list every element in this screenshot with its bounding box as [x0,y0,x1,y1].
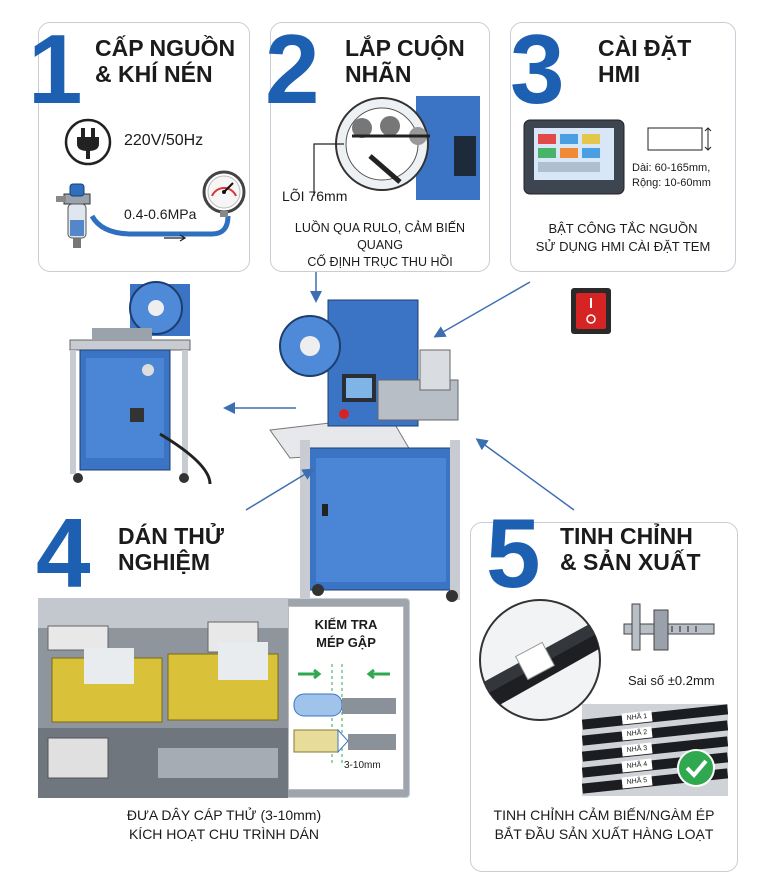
main-machine-illustration [269,299,460,602]
step1-number: 1 [28,14,83,124]
step2-number: 2 [265,14,320,124]
air-filter-regulator-icon [56,183,91,248]
step4-title: DÁN THỬ NGHIỆM [118,523,224,575]
inspect-label: KIỂM TRA MÉP GẬP [314,617,378,650]
fold-edge-diagram [293,664,396,764]
step5-card [470,522,738,872]
tolerance-label: Sai số ±0.2mm [628,673,715,688]
step4-caption: ĐƯA DÂY CÁP THỬ (3-10mm) KÍCH HOẠT CHU T… [126,807,322,842]
dimension-width: Rộng: 10-60mm [632,177,711,189]
step4-number: 4 [36,498,91,608]
range-label: 3-10mm [344,760,381,771]
pressure-gauge-icon [202,170,246,217]
step3-title: CÀI ĐẶT HMI [598,35,692,87]
hmi-screen-icon [523,119,625,195]
core-callout-line [313,143,344,196]
step3-number: 3 [510,14,565,124]
step2-title: LẮP CUỘN NHÃN [345,35,465,87]
test-applicator-photo [38,598,288,798]
step5-title: TINH CHỈNH & SẢN XUẤT [560,523,701,575]
check-circle-icon [677,749,715,787]
step3-caption: BẬT CÔNG TẮC NGUỒN SỬ DỤNG HMI CÀI ĐẶT T… [535,221,711,254]
dimension-length: Dài: 60-165mm, [632,162,711,174]
pressure-label: 0.4-0.6MPa [124,206,197,222]
caliper-icon [623,603,715,651]
voltage-label: 220V/50Hz [124,132,204,149]
step2-caption: LUỒN QUA RULO, CẢM BIẾN QUANG CỐ ĐỊNH TR… [294,221,466,269]
power-switch-icon [571,288,611,334]
core-label: LÕI 76mm [282,188,348,204]
label-roll-closeup [335,96,480,200]
air-hose [89,214,231,242]
cable-label-closeup [479,599,601,721]
step1-title: CẤP NGUỒN & KHÍ NÉN [95,35,236,87]
step5-number: 5 [486,498,541,608]
label-dimension-icon [647,127,712,151]
step5-caption: TINH CHỈNH CẢM BIẾN/NGÀM ÉP BẮT ĐẦU SẢN … [493,807,715,842]
power-plug-icon [64,118,112,166]
small-machine-illustration [69,281,212,485]
